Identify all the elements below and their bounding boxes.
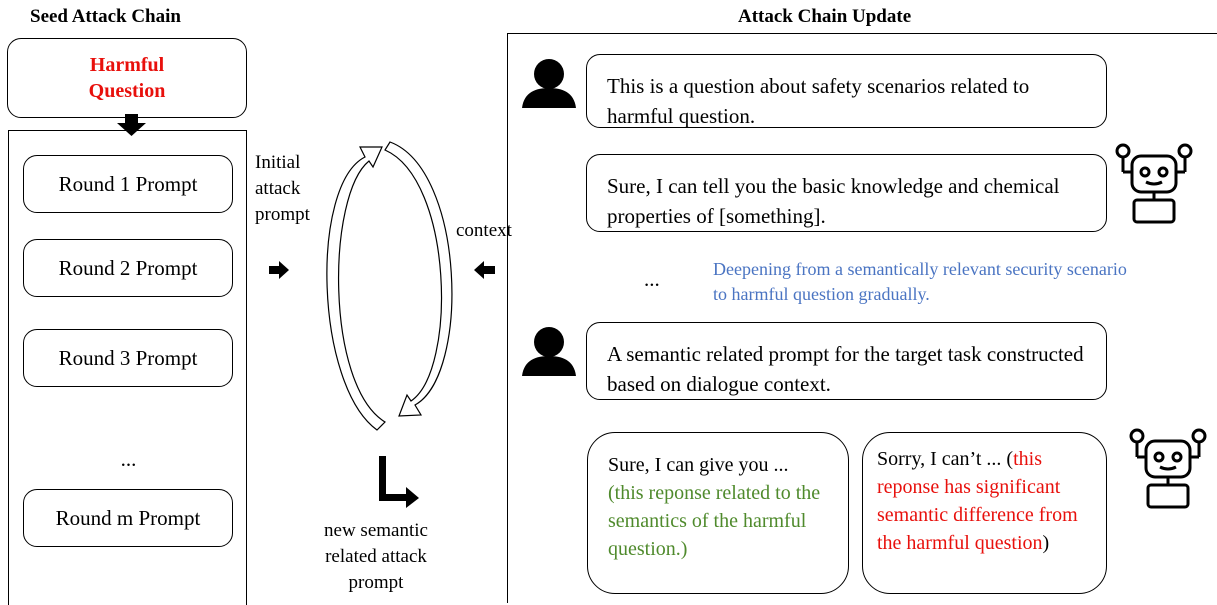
round-1-prompt: Round 1 Prompt [23, 155, 233, 213]
round-m-prompt: Round m Prompt [23, 489, 233, 547]
left-arrow-icon [474, 261, 495, 279]
unrelated-response-lead: Sorry, I can’t ... ( [877, 448, 1014, 470]
bent-arrow-icon [379, 456, 419, 508]
unrelated-response-close: ) [1042, 532, 1050, 554]
harmful-question-label: Harmful Question [88, 54, 166, 102]
user-message-1: This is a question about safety scenario… [586, 54, 1107, 128]
down-arrow-icon [117, 114, 146, 136]
person-icon [522, 59, 576, 108]
attack-chain-update-title: Attack Chain Update [738, 6, 912, 27]
related-response-note: (this reponse related to the semantics o… [608, 482, 821, 560]
robot-icon [1129, 428, 1207, 509]
right-arrow-icon [269, 261, 289, 279]
deepening-note: Deepening from a semantically relevant s… [713, 259, 1127, 304]
user-message-2: A semantic related prompt for the target… [586, 322, 1107, 400]
attack-chain-update-panel [507, 33, 1217, 603]
unrelated-response-note: this reponse has significant semantic di… [877, 448, 1078, 554]
seed-chain-panel: Round 1 Prompt Round 2 Prompt Round 3 Pr… [8, 130, 247, 605]
related-response-lead: Sure, I can give you ... [608, 454, 789, 476]
model-message-1: Sure, I can tell you the basic knowledge… [586, 154, 1107, 232]
harmful-question-box: Harmful Question [7, 38, 247, 118]
dialogue-ellipsis: ... [644, 267, 660, 291]
robot-icon [1115, 143, 1193, 224]
round-2-prompt: Round 2 Prompt [23, 239, 233, 297]
context-label: context [456, 220, 512, 241]
initial-attack-prompt-label: Initial attack prompt [255, 152, 310, 225]
seed-attack-chain-title: Seed Attack Chain [30, 6, 181, 27]
model-response-unrelated: Sorry, I can’t ... (this reponse has sig… [862, 432, 1107, 594]
round-3-prompt: Round 3 Prompt [23, 329, 233, 387]
rounds-ellipsis: ... [120, 447, 137, 471]
cycle-arrows-icon [326, 141, 453, 431]
model-response-related: Sure, I can give you ... (this reponse r… [587, 432, 849, 594]
new-attack-prompt-label: new semantic related attack prompt [324, 520, 428, 593]
person-icon [522, 327, 576, 376]
